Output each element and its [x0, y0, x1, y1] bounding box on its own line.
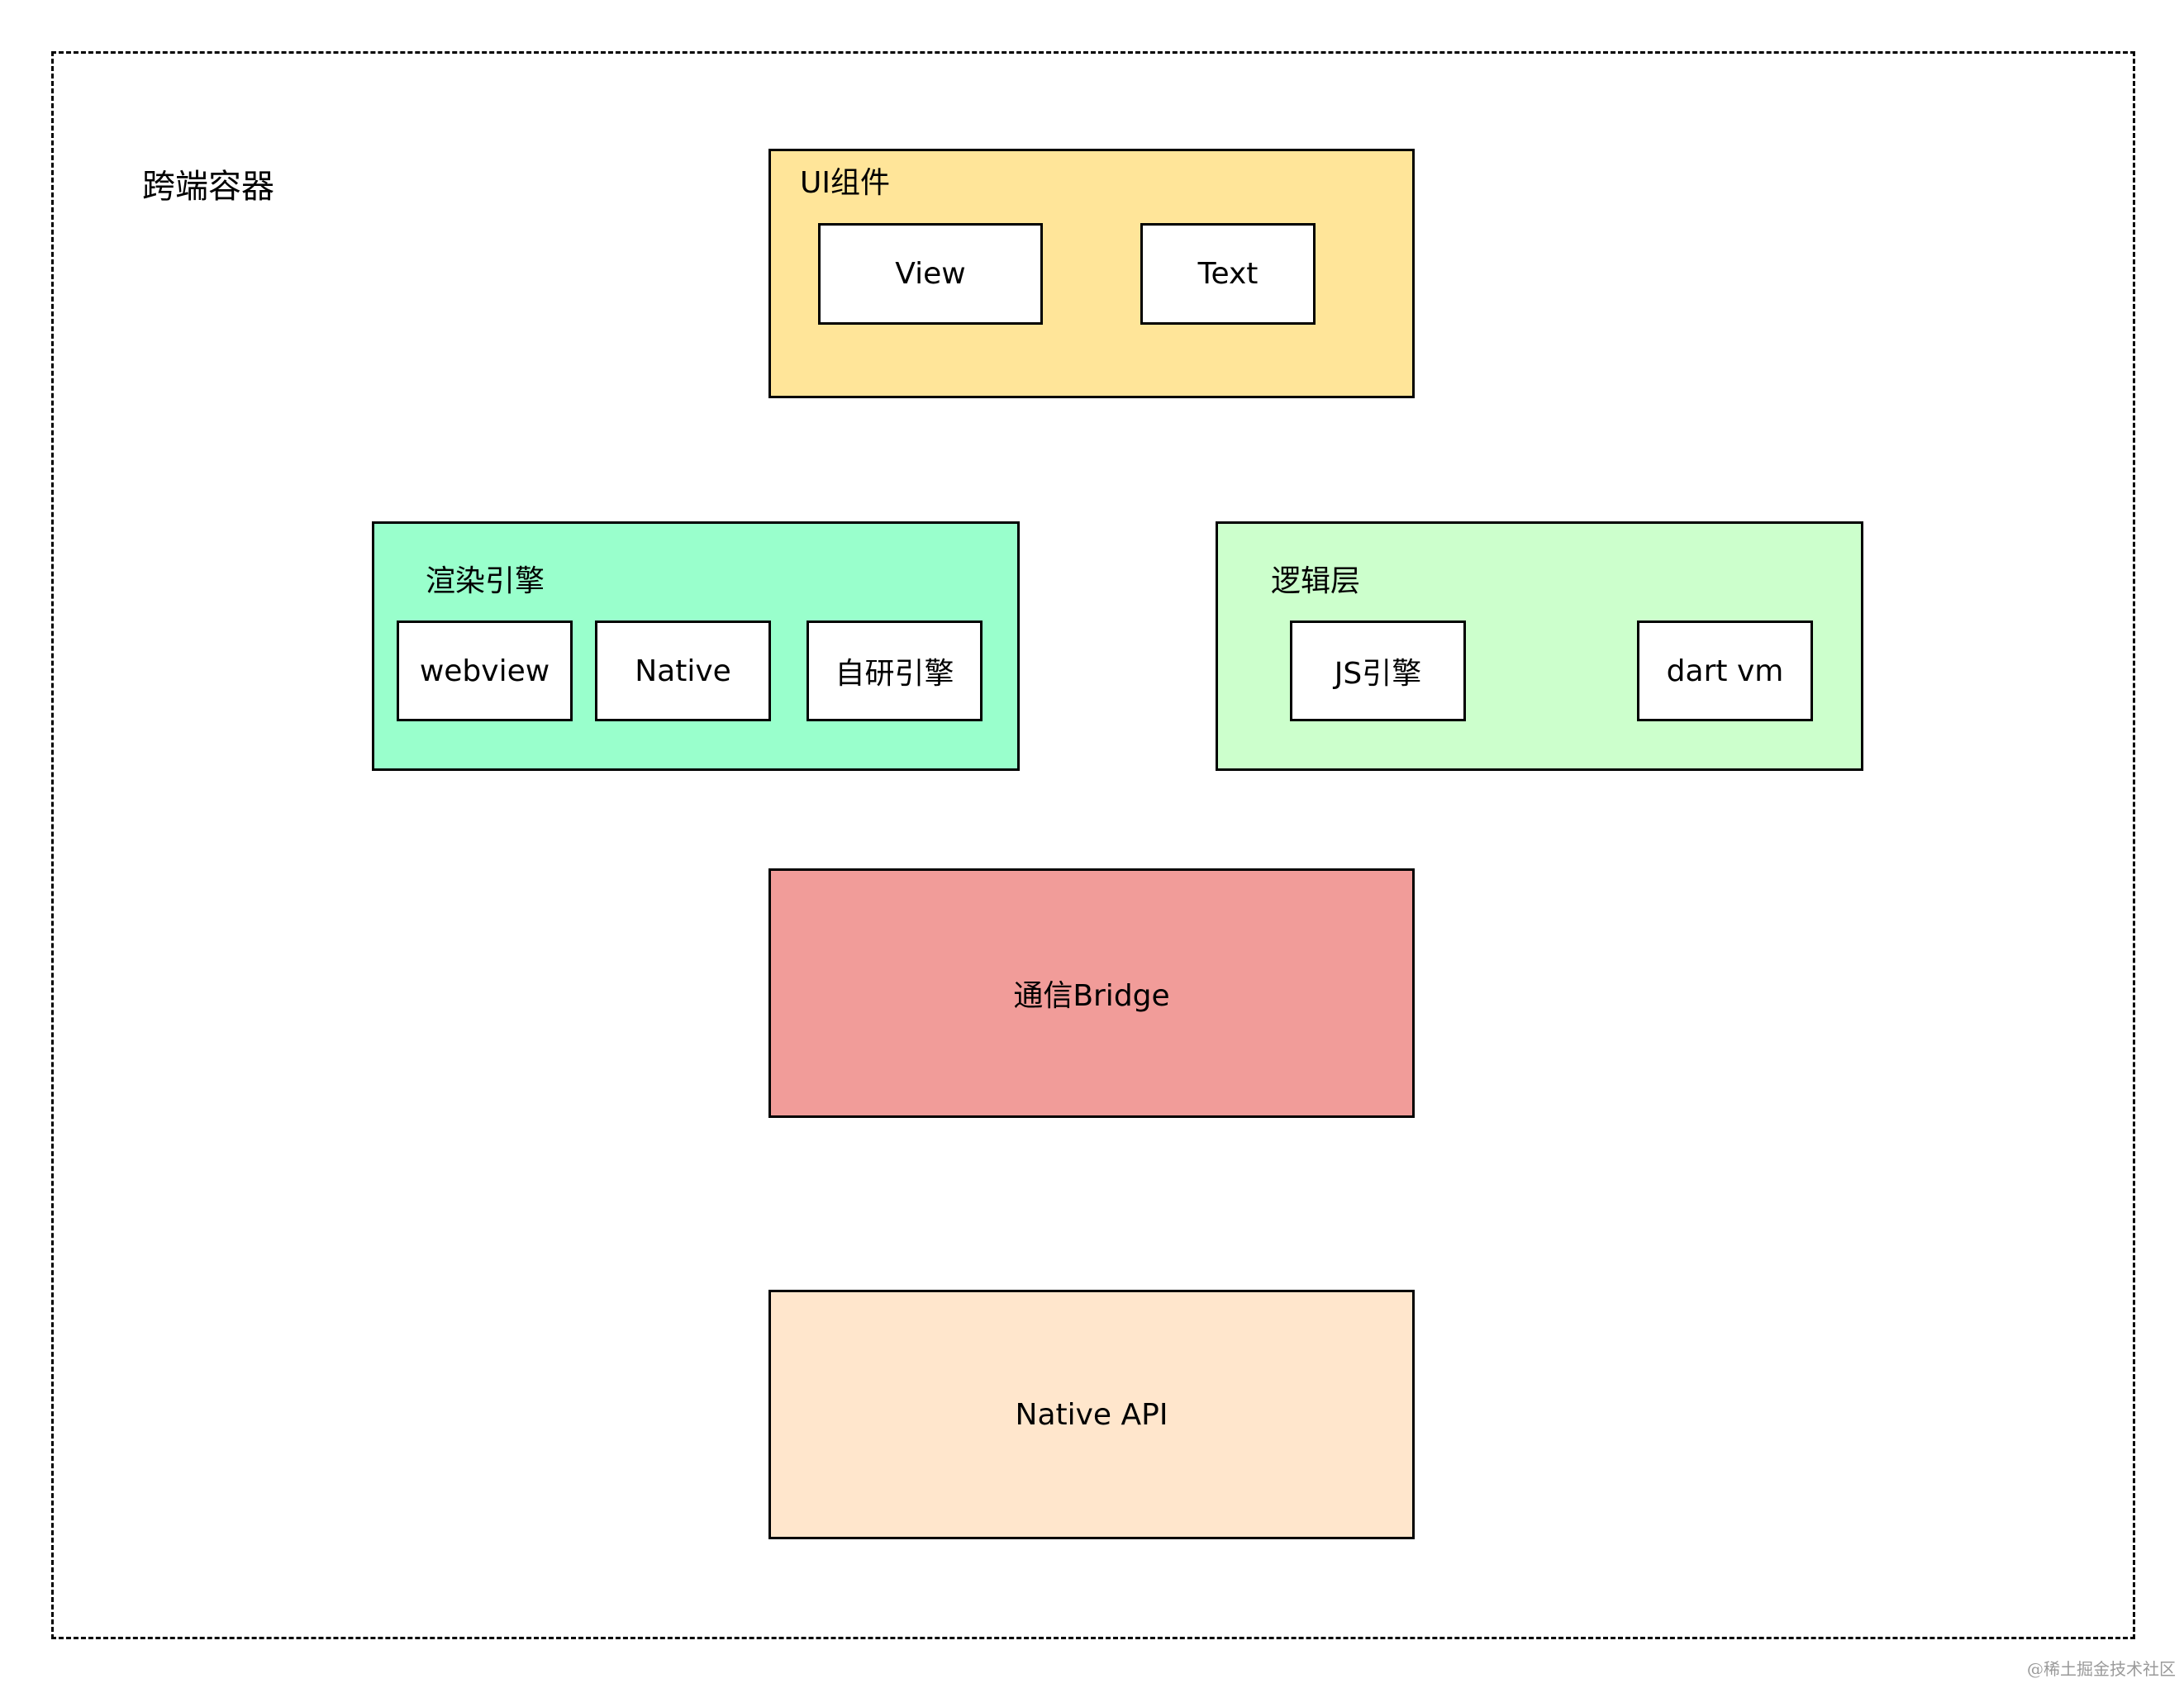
- logic-layer-title: 逻辑层: [1271, 564, 1361, 598]
- js-engine-item: JS引擎: [1290, 621, 1466, 721]
- communication-bridge: 通信Bridge: [768, 868, 1415, 1118]
- dart-vm-item: dart vm: [1637, 621, 1813, 721]
- native-render-item: Native: [595, 621, 771, 721]
- native-api-block: Native API: [768, 1290, 1415, 1539]
- container-title: 跨端容器: [142, 168, 274, 206]
- ui-components-title: UI组件: [800, 166, 890, 200]
- custom-engine-item: 自研引擎: [807, 621, 983, 721]
- render-engine-title: 渲染引擎: [426, 564, 545, 598]
- view-component: View: [818, 223, 1043, 325]
- text-component: Text: [1140, 223, 1316, 325]
- watermark: @稀土掘金技术社区: [2027, 1659, 2176, 1679]
- webview-item: webview: [397, 621, 573, 721]
- cross-platform-container: [51, 51, 2135, 1639]
